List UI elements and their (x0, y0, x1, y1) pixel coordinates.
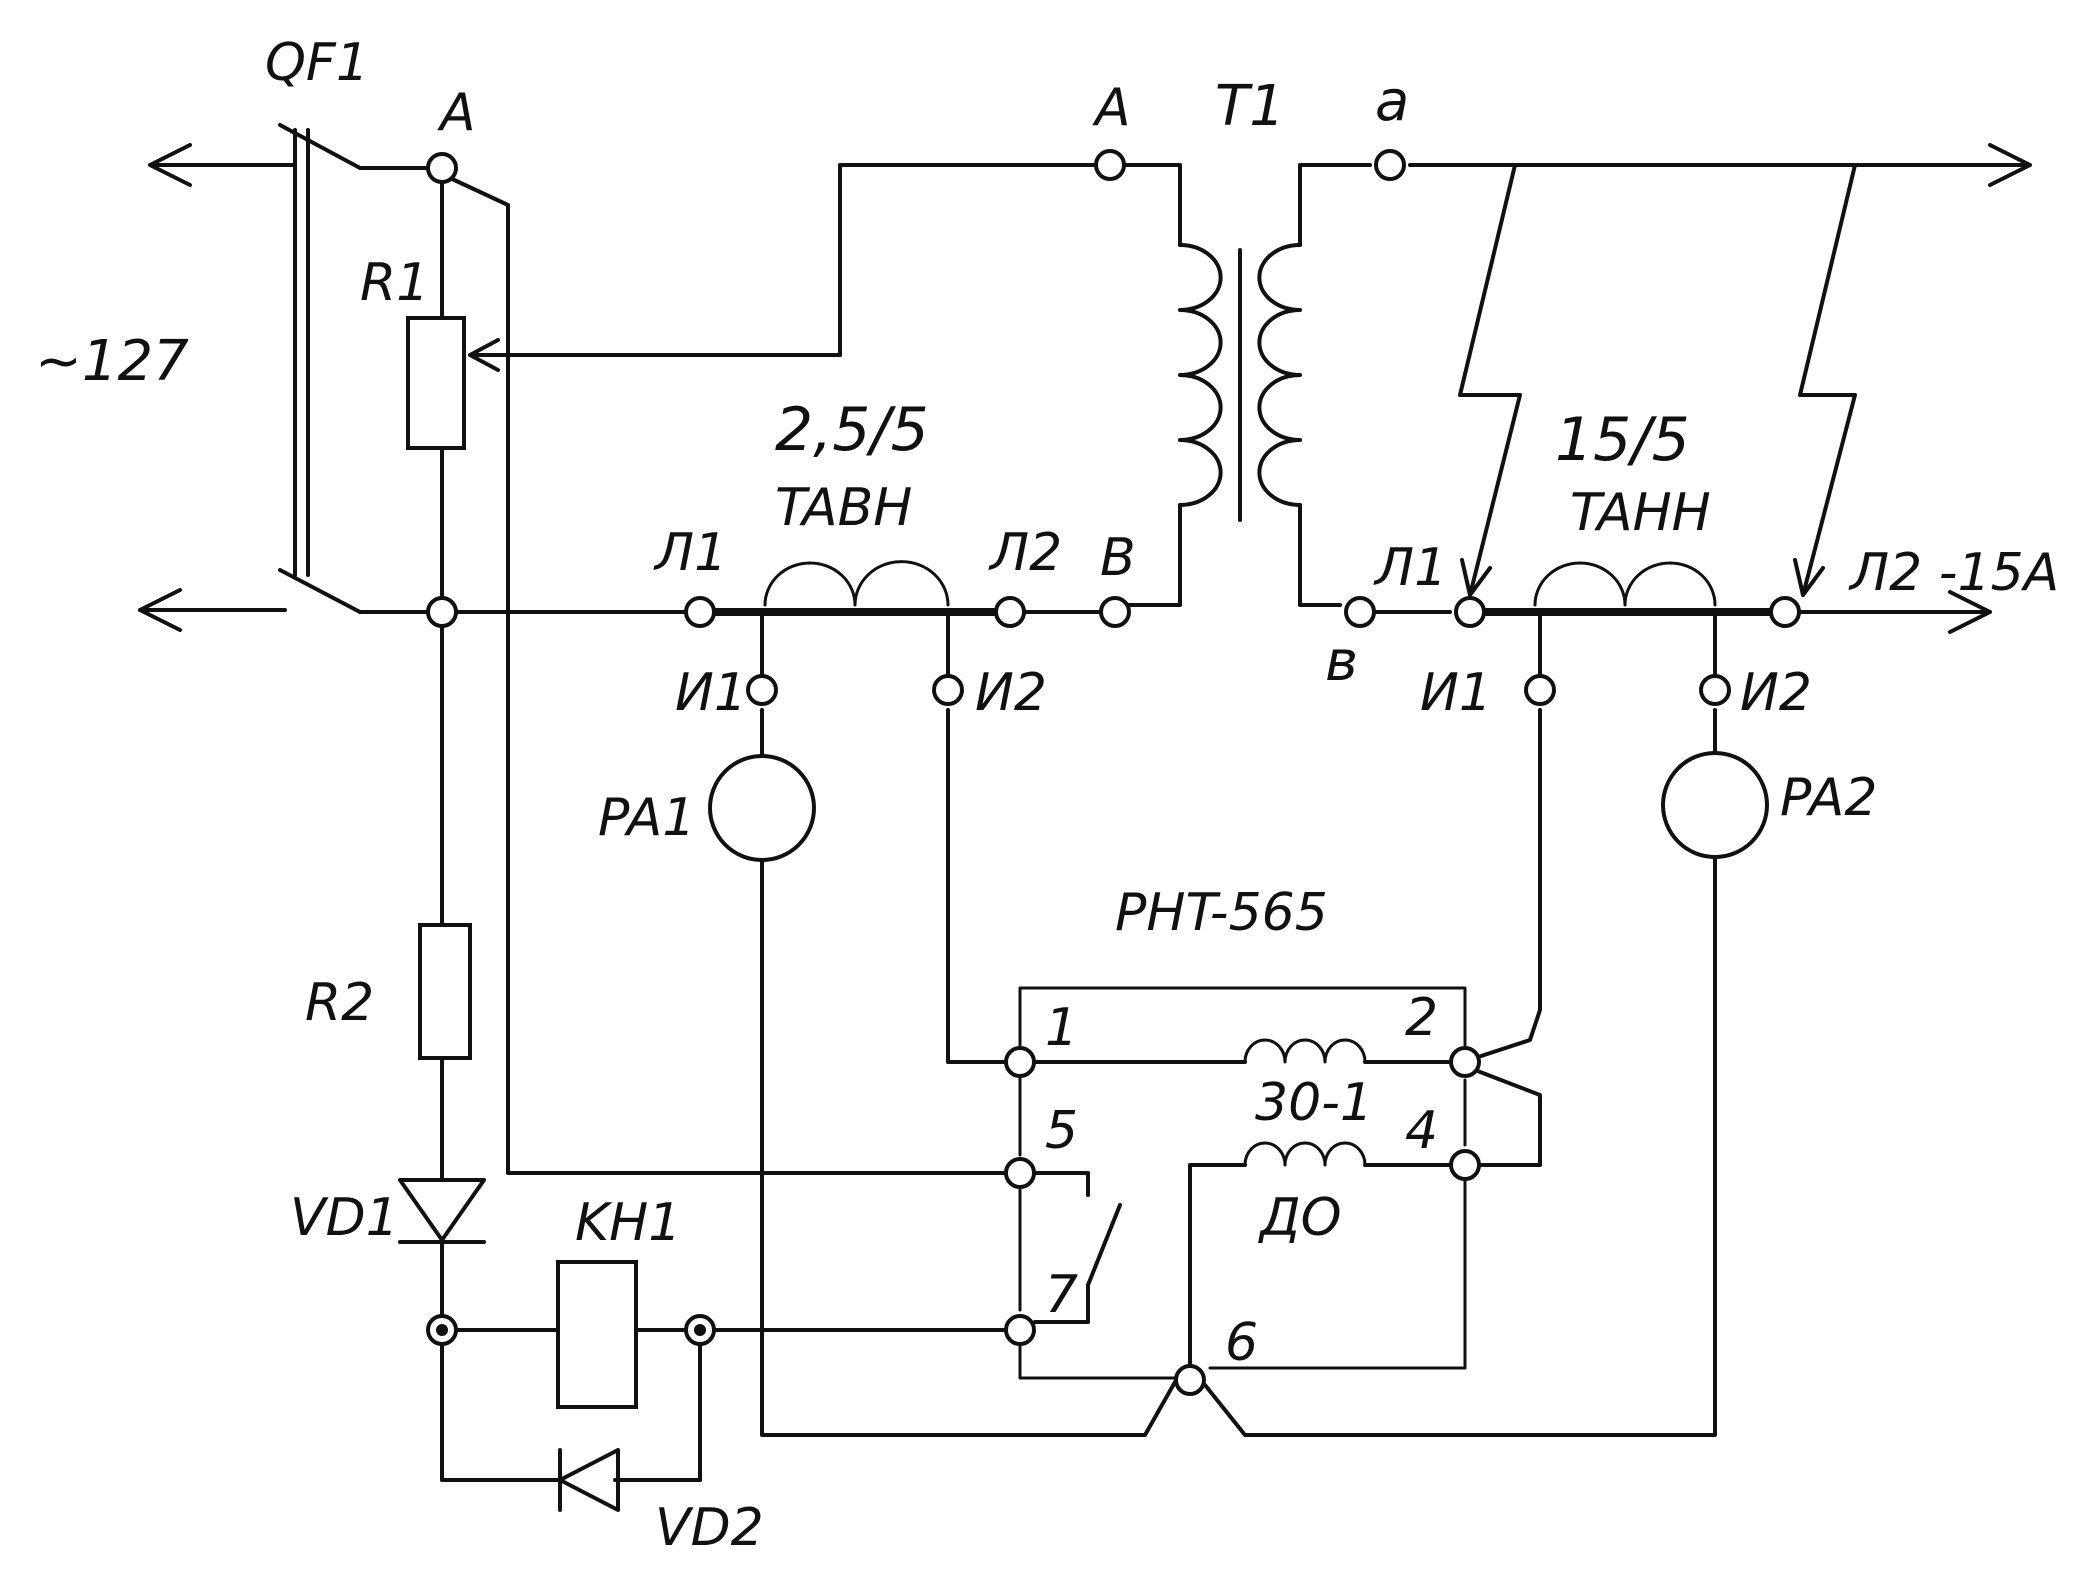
vd1-diode (398, 1178, 486, 1244)
tavn-label: TABH (775, 478, 912, 538)
tann-ratio-label: 15/5 (1555, 405, 1690, 475)
supply-voltage-label: ~127 (35, 329, 189, 394)
tann-label: TAHH (1570, 483, 1711, 543)
relay-terminal-4: 4 (1405, 1101, 1438, 1161)
tavn-l2-label: Л2 (988, 523, 1062, 583)
t1-terminal-a-label: A (1092, 78, 1131, 138)
relay-terminal-2: 2 (1405, 988, 1438, 1048)
vd2-label: VD2 (655, 1498, 764, 1558)
t1-terminal-b-low-label: в (1325, 629, 1358, 694)
qf1-label: QF1 (265, 33, 369, 93)
relay-terminal-6: 6 (1225, 1313, 1258, 1373)
t1-secondary-coil (1257, 243, 1302, 507)
tann-i2-label: И2 (1740, 663, 1812, 723)
tavn-i1-label: И1 (675, 663, 747, 723)
pa1-label: PA1 (598, 788, 695, 848)
tann-i1-label: И1 (1420, 663, 1492, 723)
pa1-ammeter (708, 754, 1177, 1437)
t1-primary-wiring (838, 163, 1182, 607)
input-a-label: A (437, 83, 476, 143)
left-rail-wires (358, 166, 1022, 1482)
r1-label: R1 (360, 253, 429, 313)
connection-nodes (426, 149, 1801, 1396)
test-lead-2 (1793, 163, 1857, 597)
relay-jumpers (1473, 1068, 1542, 1167)
t1-terminal-b-label: B (1100, 528, 1136, 588)
coil-30-1 (1028, 1038, 1452, 1064)
supply-arrow-bottom (138, 588, 287, 632)
relay-terminal-5: 5 (1045, 1101, 1078, 1161)
relay-terminal-1: 1 (1045, 998, 1078, 1058)
vd2-diode (558, 1448, 620, 1512)
relay-label: PHT-565 (1115, 883, 1328, 943)
pht565-relay (1018, 986, 1467, 1380)
coil-do-label: ДО (1258, 1188, 1342, 1248)
tavn-i2-label: И2 (975, 663, 1047, 723)
kh1-relay-coil (556, 1260, 638, 1409)
t1-secondary-wiring (1298, 163, 1372, 607)
output-line-a (1408, 143, 2032, 187)
kh1-label: KH1 (575, 1193, 681, 1253)
supply-arrow-top (148, 143, 297, 187)
coil-30-1-label: 30-1 (1255, 1073, 1373, 1133)
t1-label: T1 (1215, 74, 1285, 139)
relay-contact (1033, 1171, 1122, 1324)
qf1-breaker (278, 123, 362, 614)
r1-resistor (406, 316, 842, 450)
t1-terminal-a-low-label: a (1375, 69, 1409, 134)
tann-current-transformer (1470, 561, 1780, 616)
tavn-l1-label: Л1 (653, 523, 727, 583)
t1-primary-coil (1178, 243, 1223, 507)
tann-wiring (1373, 590, 1992, 1060)
test-lead-1 (1458, 163, 1522, 597)
vd1-label: VD1 (290, 1188, 399, 1248)
pa2-ammeter (1203, 751, 1769, 1437)
r2-resistor (418, 923, 472, 1060)
relay-terminal-7: 7 (1045, 1265, 1078, 1325)
tann-l1-label: Л1 (1373, 538, 1447, 598)
pa2-label: PA2 (1780, 768, 1877, 828)
tann-l2-label: Л2 -15A (1848, 543, 2059, 603)
tavn-ratio-label: 2,5/5 (775, 395, 929, 465)
r2-label: R2 (305, 973, 374, 1033)
tavn-current-transformer (700, 560, 1010, 616)
coil-do (1188, 1141, 1452, 1382)
